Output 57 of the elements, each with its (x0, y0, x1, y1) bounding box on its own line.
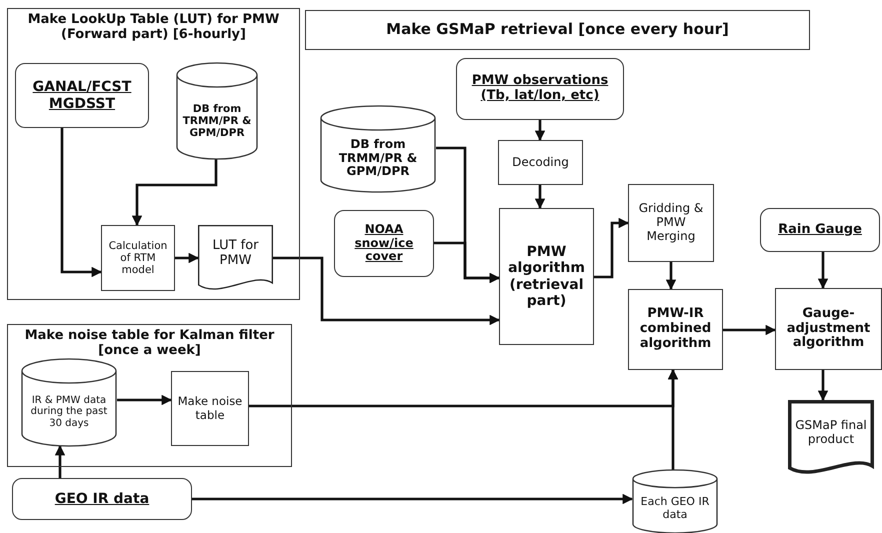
arrow (54, 444, 66, 478)
arrow (132, 159, 218, 226)
database-cylinder (320, 106, 436, 192)
node-label: DB from TRMM/PR & GPM/DPR (338, 138, 418, 180)
arrow (668, 368, 678, 470)
node-label: PMW-IR combined algorithm (638, 307, 712, 352)
node-label: Each GEO IR data (640, 496, 710, 522)
data-source-box (15, 63, 149, 128)
node-label: Decoding (511, 156, 570, 170)
data-source-box (334, 210, 434, 277)
node-label: Make GSMaP retrieval [once every hour] (385, 21, 730, 39)
node-label: Rain Gauge (777, 222, 863, 238)
arrow (192, 494, 634, 504)
group-title: Make LookUp Table (LUT) for PMW (Forward part) [6-hourly] (26, 13, 280, 43)
arrow (594, 218, 630, 278)
arrow (60, 128, 102, 278)
arrow (818, 370, 828, 402)
node-label: DB from TRMM/PR & GPM/DPR (182, 102, 252, 139)
node-label: NOAA snow/ice cover (354, 222, 414, 264)
arrow (175, 252, 200, 264)
node-label: Make noise table (176, 395, 244, 422)
arrow (117, 394, 172, 406)
process-box (101, 225, 175, 291)
node-label: Gauge-adjustment algorithm (786, 306, 872, 352)
process-box (628, 289, 723, 370)
database-cylinder (632, 470, 718, 533)
node-label: GSMaP final product (794, 419, 868, 447)
node-label: LUT for PMW (211, 239, 260, 269)
database-cylinder (176, 63, 258, 159)
data-source-box (456, 58, 624, 120)
node-label: IR & PMW data during the past 30 days (30, 394, 108, 430)
process-box (498, 140, 583, 185)
group-panel (7, 324, 292, 467)
arrow (534, 120, 546, 142)
node-label: PMW observations (Tb, lat/lon, etc) (470, 74, 610, 104)
process-box (499, 208, 594, 345)
arrow (818, 252, 828, 290)
node-label: GEO IR data (54, 490, 150, 508)
node-label: Calculation of RTM model (108, 240, 168, 276)
arrow (434, 242, 500, 284)
node-label: PMW algorithm (retrieval part) (507, 244, 586, 309)
process-box (775, 288, 882, 370)
node-label: GANAL/FCST MGDSST (32, 79, 132, 112)
group-panel (7, 8, 300, 300)
data-source-box (760, 208, 880, 252)
group-title: Make noise table for Kalman filter [once a week] (24, 329, 276, 359)
node-label: Gridding & PMW Merging (638, 202, 704, 244)
data-source-box (12, 478, 192, 520)
arrow (666, 262, 676, 290)
arrow (723, 324, 776, 336)
arrow (273, 256, 500, 326)
process-box (171, 371, 249, 446)
process-box (628, 184, 714, 262)
arrow (534, 185, 546, 210)
process-box (305, 10, 810, 50)
database-cylinder (21, 359, 117, 446)
document-shape (788, 400, 874, 476)
